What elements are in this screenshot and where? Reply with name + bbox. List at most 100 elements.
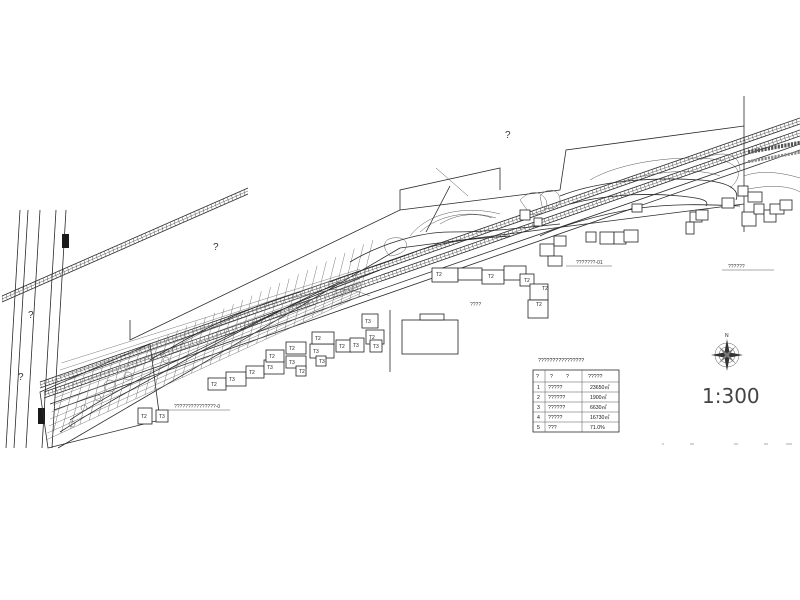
building-tag: T3 [319,359,325,365]
building [753,203,765,215]
building [747,191,763,203]
building [721,197,735,209]
table-header-name-a: ? [550,374,553,380]
building [315,355,327,367]
table-cell-no: 4 [537,415,540,421]
note-plaza: ???????????????-0 [174,404,220,410]
building [265,349,285,363]
table-header-name-b: ? [566,374,569,380]
upper-railway [1,187,249,303]
table-cell-value: 71.0% [590,425,605,431]
building-tag: T3 [373,344,379,350]
building [369,339,383,353]
table-header-value: ????? [588,374,603,380]
main-railway [39,96,800,411]
building-tag: T3 [289,360,295,366]
building-tag: T3 [365,319,371,325]
building [137,407,153,425]
building-tag: T2 [542,286,548,292]
table-row: 2 ?????? 1900㎡ [537,393,608,401]
building [695,209,709,221]
building [533,217,543,227]
building-tag: T3 [267,365,273,371]
building-tag: T2 [289,346,295,352]
building [553,235,567,247]
annotations: ?????? ???? ???????????????-0 ???????-01 [160,260,774,411]
building [295,365,307,377]
building [311,331,335,345]
table-cell-value: 6630㎡ [590,403,608,411]
building-tag: T3 [313,349,319,355]
building [547,255,563,267]
vertical-road [5,209,69,449]
building [779,199,793,211]
building-tag: T2 [436,272,442,278]
table-cell-name: ?????? [548,405,565,411]
building [401,319,459,355]
note-east: ?????? [728,264,745,270]
building [631,203,643,213]
building-tag: T3 [159,414,165,420]
table-cell-no: 5 [537,425,540,431]
table-row: 4 ????? 16730㎡ [537,413,610,421]
building-tag: T2 [269,354,275,360]
compass-north-label: N [725,333,729,339]
building [519,273,535,287]
building [539,243,555,257]
building [623,229,639,243]
site-data-table: ???????????????? ? ? ? ????? 1 ????? 236… [532,358,620,433]
building-tag: T2 [369,335,375,341]
building [737,185,749,197]
building-tag: T2 [488,274,494,280]
table-cell-name: ????? [548,415,563,421]
marker-block-south [38,408,45,424]
table-cell-name: ?????? [548,395,565,401]
building [685,221,695,235]
table-cell-no: 2 [537,395,540,401]
station-platform [748,141,800,163]
table-row: 5 ??? 71.0% [537,425,605,431]
area-label-north: ? [505,130,511,141]
west-plaza-grid [45,240,381,441]
north-compass: N [711,333,743,371]
table-cell-name: ??? [548,425,557,431]
building-tag: T3 [229,377,235,383]
building [741,211,757,227]
table-header-no: ? [536,374,539,380]
scale-text: 1:300 [702,384,760,408]
table-cell-no: 3 [537,405,540,411]
building [599,231,615,245]
building-tag: T2 [339,344,345,350]
table-cell-value: 16730㎡ [590,413,610,421]
building [585,231,597,243]
building [519,209,531,221]
table-cell-no: 1 [537,385,540,391]
building-tag: T2 [536,302,542,308]
table-row: 3 ?????? 6630㎡ [537,403,608,411]
building-tag: T2 [211,382,217,388]
building-tag: T3 [353,343,359,349]
table-title: ???????????????? [538,358,584,364]
area-labels: ? ? ? ? [18,130,511,383]
building [419,313,445,321]
table-row: 1 ????? 23650㎡ [537,383,610,391]
table-cell-name: ????? [548,385,563,391]
area-label-road-1: ? [28,310,34,321]
table-cell-value: 23650㎡ [590,383,610,391]
building-tag: T2 [315,336,321,342]
note-mid: ???? [470,302,481,308]
building-tag: T2 [524,278,530,284]
building-tag: T2 [299,369,305,375]
table-cell-value: 1900㎡ [590,393,608,401]
building-tag: T2 [249,370,255,376]
building-tag: T2 [141,414,147,420]
area-label-west: ? [213,242,219,253]
building [361,313,379,329]
building [285,341,307,355]
marker-block-north [62,234,69,248]
building [527,299,549,319]
area-label-road-2: ? [18,372,24,383]
building [349,337,365,353]
